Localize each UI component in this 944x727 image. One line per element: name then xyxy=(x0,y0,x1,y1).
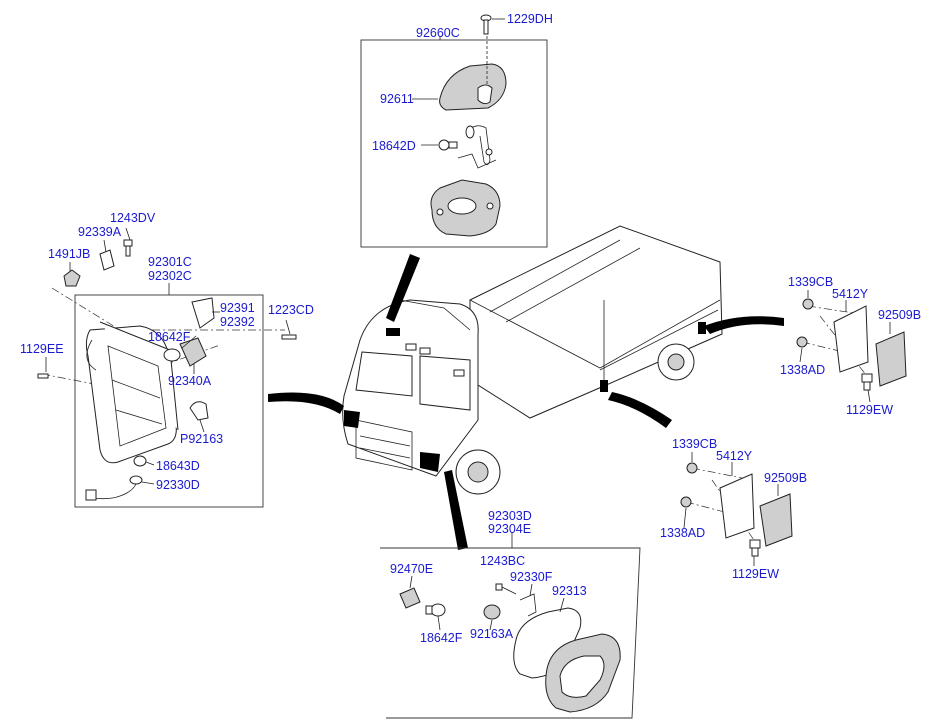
bulb-18642d xyxy=(421,125,497,169)
label-1339cb-upper[interactable]: 1339CB xyxy=(788,275,833,289)
leader-pointers xyxy=(268,254,784,550)
label-92303d[interactable]: 92303D xyxy=(488,509,532,523)
lamp-cover-92611 xyxy=(412,36,507,111)
label-92509b-lower[interactable]: 92509B xyxy=(764,471,807,485)
label-92339a[interactable]: 92339A xyxy=(78,225,122,239)
label-92163a[interactable]: 92163A xyxy=(470,627,514,641)
side-lamp-box xyxy=(380,547,641,719)
label-18643d[interactable]: 18643D xyxy=(156,459,200,473)
socket-92470e xyxy=(399,587,421,609)
label-92509b-upper[interactable]: 92509B xyxy=(878,308,921,322)
holder-92391 xyxy=(191,297,220,329)
label-92470e[interactable]: 92470E xyxy=(390,562,433,576)
label-1223cd[interactable]: 1223CD xyxy=(268,303,314,317)
label-92340a[interactable]: 92340A xyxy=(168,374,212,388)
clip-92339a xyxy=(99,249,115,271)
screw-1229dh xyxy=(480,14,505,35)
side-lamp-group xyxy=(380,532,641,719)
label-92330f[interactable]: 92330F xyxy=(510,570,553,584)
lamp-base xyxy=(430,179,501,237)
label-1129ew-upper[interactable]: 1129EW xyxy=(846,403,893,417)
bolt-1243dv xyxy=(123,239,133,257)
label-92301c[interactable]: 92301C xyxy=(148,255,192,269)
label-92392[interactable]: 92392 xyxy=(220,315,255,329)
screw-1223cd xyxy=(281,319,297,340)
label-1229dh[interactable]: 1229DH xyxy=(507,12,553,26)
label-1243bc[interactable]: 1243BC xyxy=(480,554,525,568)
label-18642d[interactable]: 18642D xyxy=(372,139,416,153)
label-5412y-upper[interactable]: 5412Y xyxy=(832,287,869,301)
label-1243dv[interactable]: 1243DV xyxy=(110,211,156,225)
lamp-housing-bottom xyxy=(545,633,621,713)
bulb-socket xyxy=(163,337,207,367)
label-leaders xyxy=(69,227,891,631)
label-92660c[interactable]: 92660C xyxy=(416,26,460,40)
bulb-18642f-bottom xyxy=(425,603,446,617)
label-1129ee[interactable]: 1129EE xyxy=(20,342,64,356)
lamp-body xyxy=(85,321,179,464)
label-1338ad-upper[interactable]: 1338AD xyxy=(780,363,825,377)
bulb-18643d xyxy=(133,455,147,467)
label-92391[interactable]: 92391 xyxy=(220,301,255,315)
bracket-92330f xyxy=(519,593,537,617)
truck-illustration xyxy=(342,225,723,495)
label-92313[interactable]: 92313 xyxy=(552,584,587,598)
label-p92163[interactable]: P92163 xyxy=(180,432,223,446)
label-92611[interactable]: 92611 xyxy=(380,92,414,106)
label-18642f-bottom[interactable]: 18642F xyxy=(420,631,463,645)
label-1339cb-lower[interactable]: 1339CB xyxy=(672,437,717,451)
label-1491jb[interactable]: 1491JB xyxy=(48,247,90,261)
reflector-upper-group xyxy=(796,298,907,391)
reflector-lower-group xyxy=(680,462,793,557)
grommet-p92163 xyxy=(189,401,209,421)
harness-92330d xyxy=(85,475,143,501)
label-1129ew-lower[interactable]: 1129EW xyxy=(732,567,779,581)
roof-lamp-group xyxy=(360,14,548,248)
rear-lamp-group xyxy=(37,239,297,508)
bolt-1243bc xyxy=(495,583,517,595)
label-18642f-left[interactable]: 18642F xyxy=(148,330,191,344)
grommet-92163a xyxy=(483,604,501,620)
screw-1129ee xyxy=(37,357,49,379)
label-92304e[interactable]: 92304E xyxy=(488,522,531,536)
label-1338ad-lower[interactable]: 1338AD xyxy=(660,526,705,540)
roof-lamp-box xyxy=(360,39,548,248)
nut-1491jb xyxy=(63,269,81,287)
label-92330d[interactable]: 92330D xyxy=(156,478,200,492)
label-92302c[interactable]: 92302C xyxy=(148,269,192,283)
label-5412y-lower[interactable]: 5412Y xyxy=(716,449,753,463)
